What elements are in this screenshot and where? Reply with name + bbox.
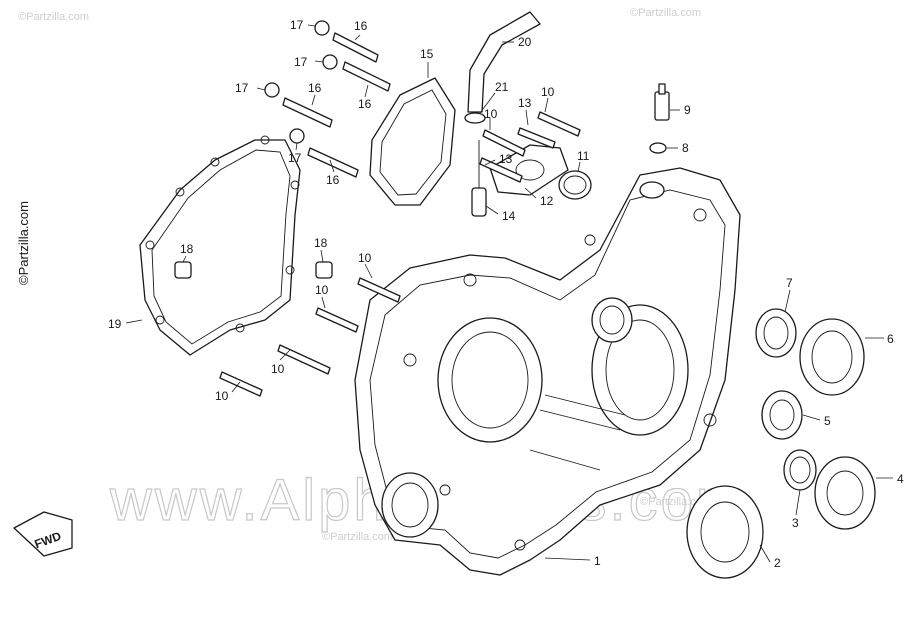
callout-16-bottom: 16 (326, 173, 340, 187)
callout-10-mid: 10 (358, 251, 372, 265)
right-watermark: ©Partzilla.com (640, 496, 711, 508)
callout-1: 1 (594, 554, 601, 568)
callout-10-bottom: 10 (215, 389, 229, 403)
corner-watermark-top-left: ©Partzilla.com (18, 11, 89, 23)
callout-11: 11 (577, 149, 590, 163)
callout-17-top: 17 (290, 18, 304, 32)
callout-4: 4 (897, 472, 904, 486)
oil-seal-7 (755, 308, 797, 358)
hose-clamp (464, 112, 486, 124)
callout-13-top: 13 (518, 96, 532, 110)
crankcase-housing (354, 167, 741, 576)
nuts (264, 20, 338, 144)
temperature-sensor (654, 83, 670, 121)
callout-16-top: 16 (354, 19, 368, 33)
callout-5: 5 (824, 414, 831, 428)
cover-gasket (369, 77, 456, 206)
callout-18-right: 18 (314, 236, 328, 250)
breather-hose (467, 11, 541, 113)
callout-16-second: 16 (358, 97, 372, 111)
callout-10-top-left: 10 (484, 107, 498, 121)
callout-8: 8 (682, 141, 689, 155)
o-ring (558, 170, 592, 200)
callout-15: 15 (420, 47, 434, 61)
callout-19: 19 (108, 317, 122, 331)
callout-10-mid-lower: 10 (315, 283, 329, 297)
breather-cover (489, 144, 569, 196)
bearing-6 (799, 318, 865, 396)
bearing-2 (686, 485, 764, 579)
callout-10-top-right: 10 (541, 85, 555, 99)
callout-12: 12 (540, 194, 554, 208)
copyright-text: ©Partzilla.com (16, 201, 31, 285)
breather-pipe (471, 140, 487, 217)
bearing-5 (761, 390, 803, 440)
callout-3: 3 (792, 516, 799, 530)
center-watermark: ©Partzilla.com (322, 531, 393, 543)
sealing-washer (649, 142, 667, 154)
callout-14: 14 (502, 209, 516, 223)
leader-lines (125, 24, 893, 563)
crankcase-gasket (139, 135, 301, 356)
callout-2: 2 (774, 556, 781, 570)
callout-labels: 1 2 3 4 5 6 7 8 9 10 10 10 10 10 10 11 1… (108, 18, 904, 570)
oil-seal-3 (783, 449, 817, 491)
callout-18-left: 18 (180, 242, 194, 256)
callout-9: 9 (684, 103, 691, 117)
forward-arrow-icon: FWD (13, 511, 73, 557)
dowel-pins (174, 261, 333, 279)
callout-21: 21 (495, 80, 509, 94)
callout-17-second: 17 (294, 55, 308, 69)
callout-20: 20 (518, 35, 532, 49)
bearing-4 (814, 456, 876, 530)
callout-10-lower: 10 (271, 362, 285, 376)
studs (282, 32, 391, 178)
corner-watermark-top-right: ©Partzilla.com (630, 7, 701, 19)
callout-13-lower: 13 (499, 152, 513, 166)
flange-bolts (219, 111, 581, 397)
callout-16-third: 16 (308, 81, 322, 95)
callout-17-third: 17 (235, 81, 249, 95)
callout-17-bottom: 17 (288, 151, 302, 165)
callout-6: 6 (887, 332, 894, 346)
callout-7: 7 (786, 276, 793, 290)
